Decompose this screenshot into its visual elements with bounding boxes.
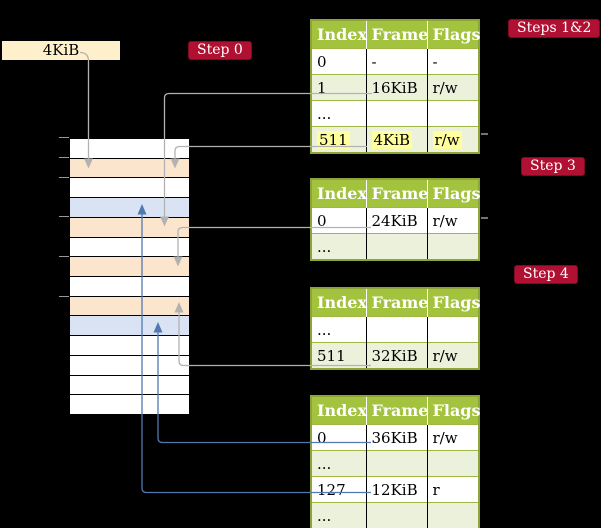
column-header-index: Index <box>311 396 367 425</box>
page-table-steps-1-2: Index Frame Flags 0 - - 1 16KiB r/w ... … <box>310 19 481 154</box>
tick-mark <box>59 256 69 257</box>
table-row: 0 24KiB r/w <box>311 207 479 234</box>
cell-frame: 24KiB <box>365 207 427 234</box>
cell-frame: 16KiB <box>365 74 427 101</box>
cell-index: 511 <box>311 342 366 369</box>
page-table-final-level: Index Frame Flags 0 36KiB r/w ... 127 12… <box>310 395 481 528</box>
cell-index: 127 <box>311 476 366 503</box>
cell-index: 0 <box>311 207 366 234</box>
cell-flags: r <box>426 476 479 503</box>
column-header-frame: Frame <box>365 396 428 425</box>
tick-mark <box>59 177 69 178</box>
cell-frame <box>365 233 427 260</box>
cell-index: ... <box>311 233 366 260</box>
cell-flags <box>426 233 479 260</box>
table-row: 1 16KiB r/w <box>311 74 479 101</box>
cell-flags <box>426 316 479 343</box>
highlighted-value: 511 <box>317 130 350 149</box>
column-header-flags: Flags <box>426 396 481 425</box>
column-header-flags: Flags <box>426 288 481 317</box>
table-row: ... <box>311 100 479 127</box>
column-header-index: Index <box>311 179 367 208</box>
cell-frame <box>365 100 427 127</box>
cell-index: 0 <box>311 48 366 75</box>
column-header-frame: Frame <box>365 20 428 49</box>
tick-mark <box>59 137 69 138</box>
steps-1-2-label: Steps 1&2 <box>508 19 601 38</box>
cell-flags <box>426 502 479 528</box>
memory-row <box>70 178 189 199</box>
memory-row <box>70 296 189 317</box>
cell-index: ... <box>311 100 366 127</box>
table-row: ... <box>311 233 479 260</box>
column-header-frame: Frame <box>365 179 428 208</box>
cell-index: ... <box>311 316 366 343</box>
physical-memory-column <box>69 138 190 415</box>
cell-flags: r/w <box>426 126 479 153</box>
cell-flags: r/w <box>426 207 479 234</box>
highlighted-value: 4KiB <box>371 130 413 149</box>
cell-index: 1 <box>311 74 366 101</box>
cell-frame <box>365 502 427 528</box>
table-row: 0 - - <box>311 48 479 75</box>
column-header-flags: Flags <box>426 179 481 208</box>
memory-row <box>70 257 189 278</box>
cell-flags: r/w <box>426 342 479 369</box>
cell-index: 511 <box>311 126 366 153</box>
cell-flags: r/w <box>426 74 479 101</box>
table-row: 511 32KiB r/w <box>311 342 479 369</box>
root-pointer-label: 4KiB <box>42 41 80 59</box>
memory-row <box>70 336 189 356</box>
column-header-index: Index <box>311 20 367 49</box>
table-row: ... <box>311 316 479 343</box>
memory-row <box>70 277 189 297</box>
column-header-flags: Flags <box>426 20 481 49</box>
step-0-label: Step 0 <box>188 41 252 60</box>
tick-mark <box>59 296 69 297</box>
table-row: ... <box>311 450 479 477</box>
cell-flags <box>426 100 479 127</box>
cell-frame: 36KiB <box>365 424 427 451</box>
tick-mark <box>59 216 69 217</box>
table-row: 0 36KiB r/w <box>311 424 479 451</box>
page-table-step-3: Index Frame Flags 0 24KiB r/w ... <box>310 178 481 261</box>
root-pointer-box: 4KiB <box>2 41 120 60</box>
tick-mark <box>59 157 69 158</box>
cell-flags: r/w <box>426 424 479 451</box>
memory-row <box>70 237 189 258</box>
memory-row <box>70 395 189 415</box>
memory-row <box>70 316 189 337</box>
cell-frame: 12KiB <box>365 476 427 503</box>
step-3-label: Step 3 <box>521 157 585 176</box>
table-row: ... <box>311 502 479 528</box>
cell-frame <box>365 450 427 477</box>
cell-index: 0 <box>311 424 366 451</box>
memory-row <box>70 375 189 396</box>
page-table-step-4: Index Frame Flags ... 511 32KiB r/w <box>310 287 481 370</box>
memory-row <box>70 355 189 376</box>
cell-flags: - <box>426 48 479 75</box>
table-row-highlighted: 511 4KiB r/w <box>311 126 479 153</box>
cell-flags <box>426 450 479 477</box>
cell-frame <box>365 316 427 343</box>
cell-index: ... <box>311 450 366 477</box>
column-header-frame: Frame <box>365 288 428 317</box>
table-row: 127 12KiB r <box>311 476 479 503</box>
cell-frame: - <box>365 48 427 75</box>
cell-frame: 32KiB <box>365 342 427 369</box>
cell-frame: 4KiB <box>365 126 427 153</box>
cell-index: ... <box>311 502 366 528</box>
memory-row <box>70 217 189 238</box>
memory-row <box>70 198 189 218</box>
column-header-index: Index <box>311 288 367 317</box>
memory-row <box>70 158 189 179</box>
memory-row <box>70 139 189 159</box>
step-4-label: Step 4 <box>514 265 578 284</box>
highlighted-value: r/w <box>432 130 462 149</box>
